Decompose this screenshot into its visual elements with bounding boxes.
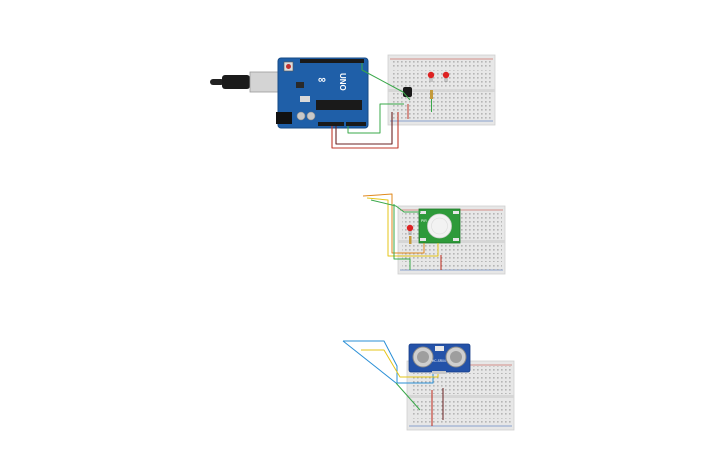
red-led-1[interactable] [427, 71, 435, 82]
power-header[interactable] [318, 122, 344, 126]
infinity-logo: ∞ [318, 74, 326, 86]
ultrasonic-label: HC-SR04 [432, 359, 446, 363]
pir-label: PIR [421, 219, 427, 223]
wire-orange-pir[interactable] [362, 193, 425, 254]
pir-sensor[interactable]: PIR [418, 208, 461, 244]
red-led-2[interactable] [442, 71, 450, 82]
digital-header[interactable] [300, 59, 364, 63]
wires-top [331, 63, 411, 149]
wire-red-power[interactable] [331, 112, 399, 149]
wire-yellow-ultrasonic[interactable] [361, 349, 439, 378]
ultrasonic-circuit: HC-SR04 [342, 340, 515, 431]
arduino-uno-board[interactable]: ∞ UNO [276, 57, 369, 129]
wire-green-pir[interactable] [370, 199, 421, 213]
wire-green-ultrasonic[interactable] [395, 382, 421, 411]
power-jack[interactable] [276, 112, 292, 124]
board-label: UNO [338, 73, 347, 91]
wires-middle [362, 193, 442, 270]
wire-green-signal[interactable] [361, 63, 411, 101]
wires-bottom [342, 340, 444, 426]
atmega-chip [316, 100, 362, 110]
resistor[interactable] [430, 90, 433, 112]
ultrasonic-sensor[interactable]: HC-SR04 [408, 343, 471, 374]
usb-cable[interactable] [210, 71, 279, 93]
wire-dark-gnd[interactable] [335, 112, 393, 145]
wire-blue-ultrasonic[interactable] [343, 340, 434, 384]
pir-dome [427, 213, 452, 239]
transistor[interactable] [403, 87, 412, 97]
pir-circuit: PIR [362, 193, 506, 275]
wire-green-gnd[interactable] [347, 103, 404, 134]
red-led-3[interactable] [406, 224, 414, 244]
arduino-circuit: ∞ UNO [210, 54, 496, 149]
wire-yellow-pir[interactable] [366, 197, 439, 257]
wire-green-pir-2[interactable] [393, 204, 411, 270]
wire-blue-ultrasonic-2[interactable] [342, 340, 397, 384]
analog-header[interactable] [346, 122, 366, 126]
